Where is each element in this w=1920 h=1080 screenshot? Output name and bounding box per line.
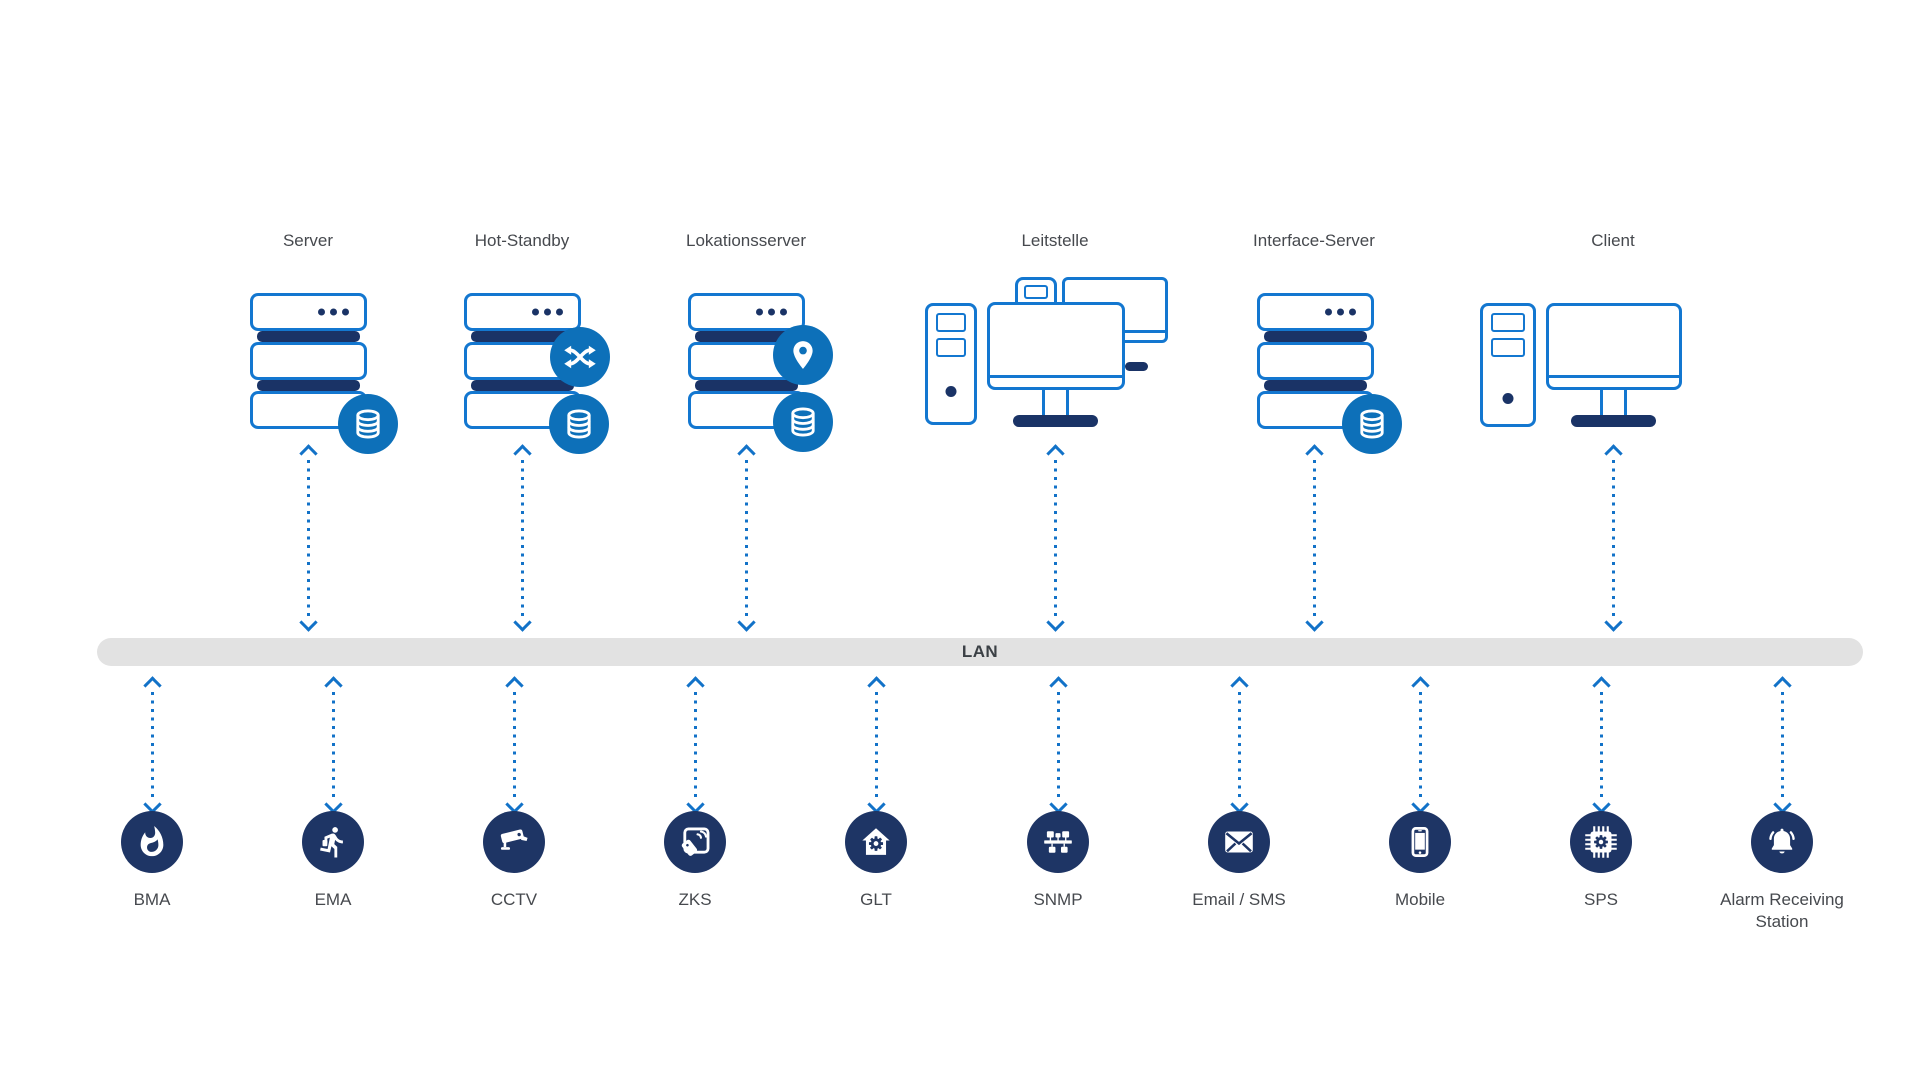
tower-pc-icon <box>1480 303 1536 427</box>
link-arrow-lan-glt <box>864 678 888 812</box>
network-bus-icon <box>1044 831 1072 853</box>
monitor-base <box>1013 415 1098 427</box>
running-person-icon <box>320 827 343 858</box>
node-label-hot-standby: Hot-Standby <box>474 231 570 250</box>
link-arrow-lan-cctv <box>502 678 526 812</box>
link-arrow-interface-server-lan <box>1302 446 1326 630</box>
front-monitor-icon <box>987 302 1125 390</box>
link-arrow-hot-standby-lan <box>510 446 534 630</box>
failover-badge <box>550 327 610 387</box>
node-label-mobile: Mobile <box>1394 890 1446 909</box>
server-leds-icon <box>532 308 563 316</box>
power-button <box>1502 393 1514 404</box>
node-label-ema: EMA <box>314 890 352 909</box>
link-arrow-lan-snmp <box>1046 678 1070 812</box>
mobile-node <box>1389 811 1451 873</box>
node-label-zks: ZKS <box>678 890 712 909</box>
node-label-server: Server <box>282 231 334 250</box>
location-pin-icon <box>793 341 813 369</box>
location-badge <box>773 325 833 385</box>
server-leds-icon <box>1325 308 1356 316</box>
alarm-station-node <box>1751 811 1813 873</box>
database-badge <box>773 392 833 452</box>
node-label-sps: SPS <box>1583 890 1619 909</box>
glt-node <box>845 811 907 873</box>
database-icon <box>1360 409 1384 439</box>
lan-label: LAN <box>961 642 999 661</box>
node-label-leitstelle: Leitstelle <box>1021 231 1089 250</box>
monitor-stand <box>1042 388 1069 417</box>
database-icon <box>356 409 380 439</box>
back-monitor-stand <box>1125 362 1148 371</box>
server-leds-icon <box>756 308 787 316</box>
monitor-stand <box>1600 388 1627 417</box>
link-arrow-lokationsserver-lan <box>734 446 758 630</box>
database-badge <box>549 394 609 454</box>
envelope-icon <box>1225 831 1253 853</box>
flame-icon <box>140 825 164 857</box>
link-arrow-leitstelle-lan <box>1043 446 1067 630</box>
node-label-interface-server: Interface-Server <box>1253 231 1375 250</box>
cctv-node <box>483 811 545 873</box>
link-arrow-lan-zks <box>683 678 707 812</box>
node-label-cctv: CCTV <box>490 890 538 909</box>
surveillance-camera-icon <box>500 829 528 850</box>
tower-pc-icon <box>925 303 977 425</box>
link-arrow-lan-alarm-station <box>1770 678 1794 812</box>
node-label-snmp: SNMP <box>1033 890 1083 909</box>
power-button <box>945 386 957 397</box>
database-icon <box>567 409 591 439</box>
monitor-base <box>1571 415 1656 427</box>
link-arrow-lan-bma <box>140 678 164 812</box>
chip-gear-icon <box>1585 826 1617 858</box>
bma-node <box>121 811 183 873</box>
database-badge <box>1342 394 1402 454</box>
node-label-lokationsserver: Lokationsserver <box>685 231 806 250</box>
link-arrow-lan-email-sms <box>1227 678 1251 812</box>
sps-node <box>1570 811 1632 873</box>
ema-node <box>302 811 364 873</box>
link-arrow-lan-ema <box>321 678 345 812</box>
zks-node <box>664 811 726 873</box>
house-gear-icon <box>862 828 890 855</box>
monitor-icon <box>1546 303 1682 390</box>
email-sms-node <box>1208 811 1270 873</box>
link-arrow-lan-sps <box>1589 678 1613 812</box>
card-reader-icon <box>681 827 710 856</box>
node-label-email-sms: Email / SMS <box>1192 890 1286 909</box>
database-icon <box>791 407 815 437</box>
node-label-client: Client <box>1591 231 1635 250</box>
shuffle-icon <box>564 345 596 369</box>
alarm-bell-icon <box>1769 828 1795 854</box>
node-label-bma: BMA <box>133 890 171 909</box>
link-arrow-client-lan <box>1601 446 1625 630</box>
link-arrow-lan-mobile <box>1408 678 1432 812</box>
server-stack-icon <box>1257 293 1374 429</box>
node-label-glt: GLT <box>860 890 892 909</box>
snmp-node <box>1027 811 1089 873</box>
database-badge <box>338 394 398 454</box>
node-label-alarm-receiving-station: Alarm Receiving Station <box>1720 890 1844 931</box>
server-leds-icon <box>318 308 349 316</box>
smartphone-icon <box>1411 827 1429 857</box>
link-arrow-server-lan <box>296 446 320 630</box>
lan-bus-bar: LAN <box>97 638 1863 666</box>
